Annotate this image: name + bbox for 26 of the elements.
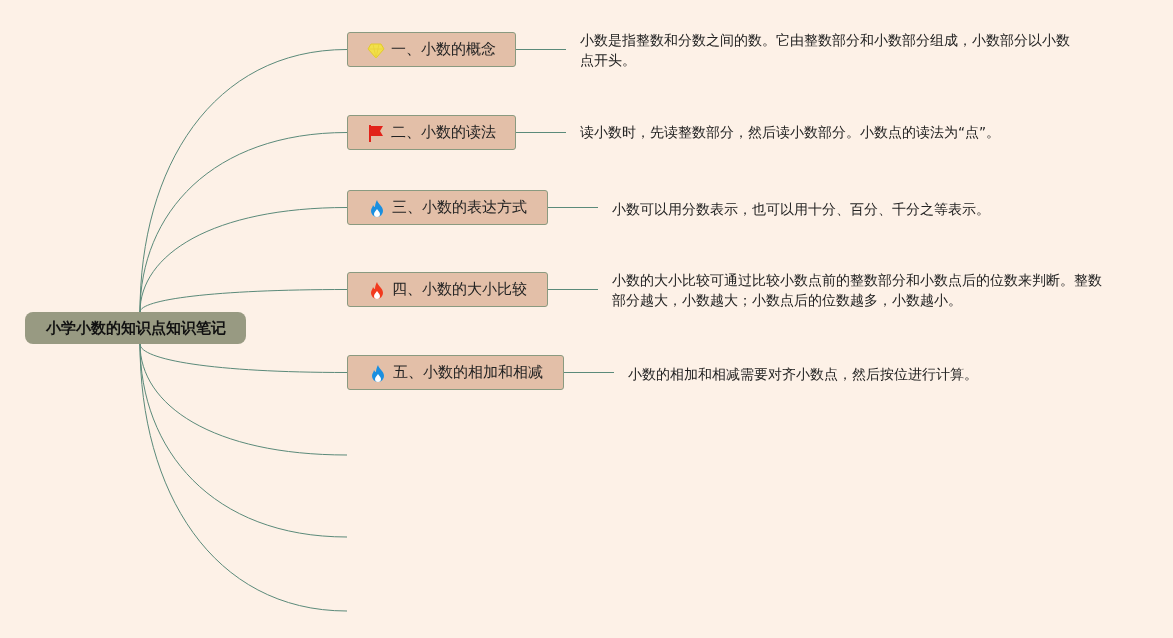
topic-label: 二、小数的读法 [391,123,496,142]
topic-box [347,32,516,67]
description-text: 小数可以用分数表示，也可以用十分、百分、千分之等表示。 [598,199,1098,221]
connector-line [547,207,599,208]
connector-line [563,372,615,373]
connector-line [515,132,567,133]
connector-line [139,343,348,612]
topic-box [347,115,516,150]
description-text: 读小数时，先读整数部分，然后读小数部分。小数点的读法为“点”。 [566,122,1082,144]
topic-label: 一、小数的概念 [391,40,496,59]
description-text: 小数的大小比较可通过比较小数点前的整数部分和小数点后的位数来判断。整数部分越大，小数越大；小数点后的位数越多，小数越小。 [598,270,1114,312]
description-text: 小数的相加和相减需要对齐小数点，然后按位进行计算。 [614,364,1094,386]
connector-line [139,207,348,313]
topic-box [347,355,564,390]
connector-line [139,289,348,313]
connector-line [139,132,348,313]
central-topic-box [25,312,246,344]
topic-label: 五、小数的相加和相减 [392,363,543,382]
connector-line [547,289,599,290]
topic-box [347,272,548,307]
connector-line [515,49,567,50]
topic-box [347,190,548,225]
topic-label: 四、小数的大小比较 [392,280,527,299]
description-text: 小数是指整数和分数之间的数。它由整数部分和小数部分组成，小数部分以小数点开头。 [566,30,1082,72]
topic-label: 三、小数的表达方式 [392,198,527,217]
central-topic-label: 小学小数的知识点知识笔记 [45,318,226,338]
